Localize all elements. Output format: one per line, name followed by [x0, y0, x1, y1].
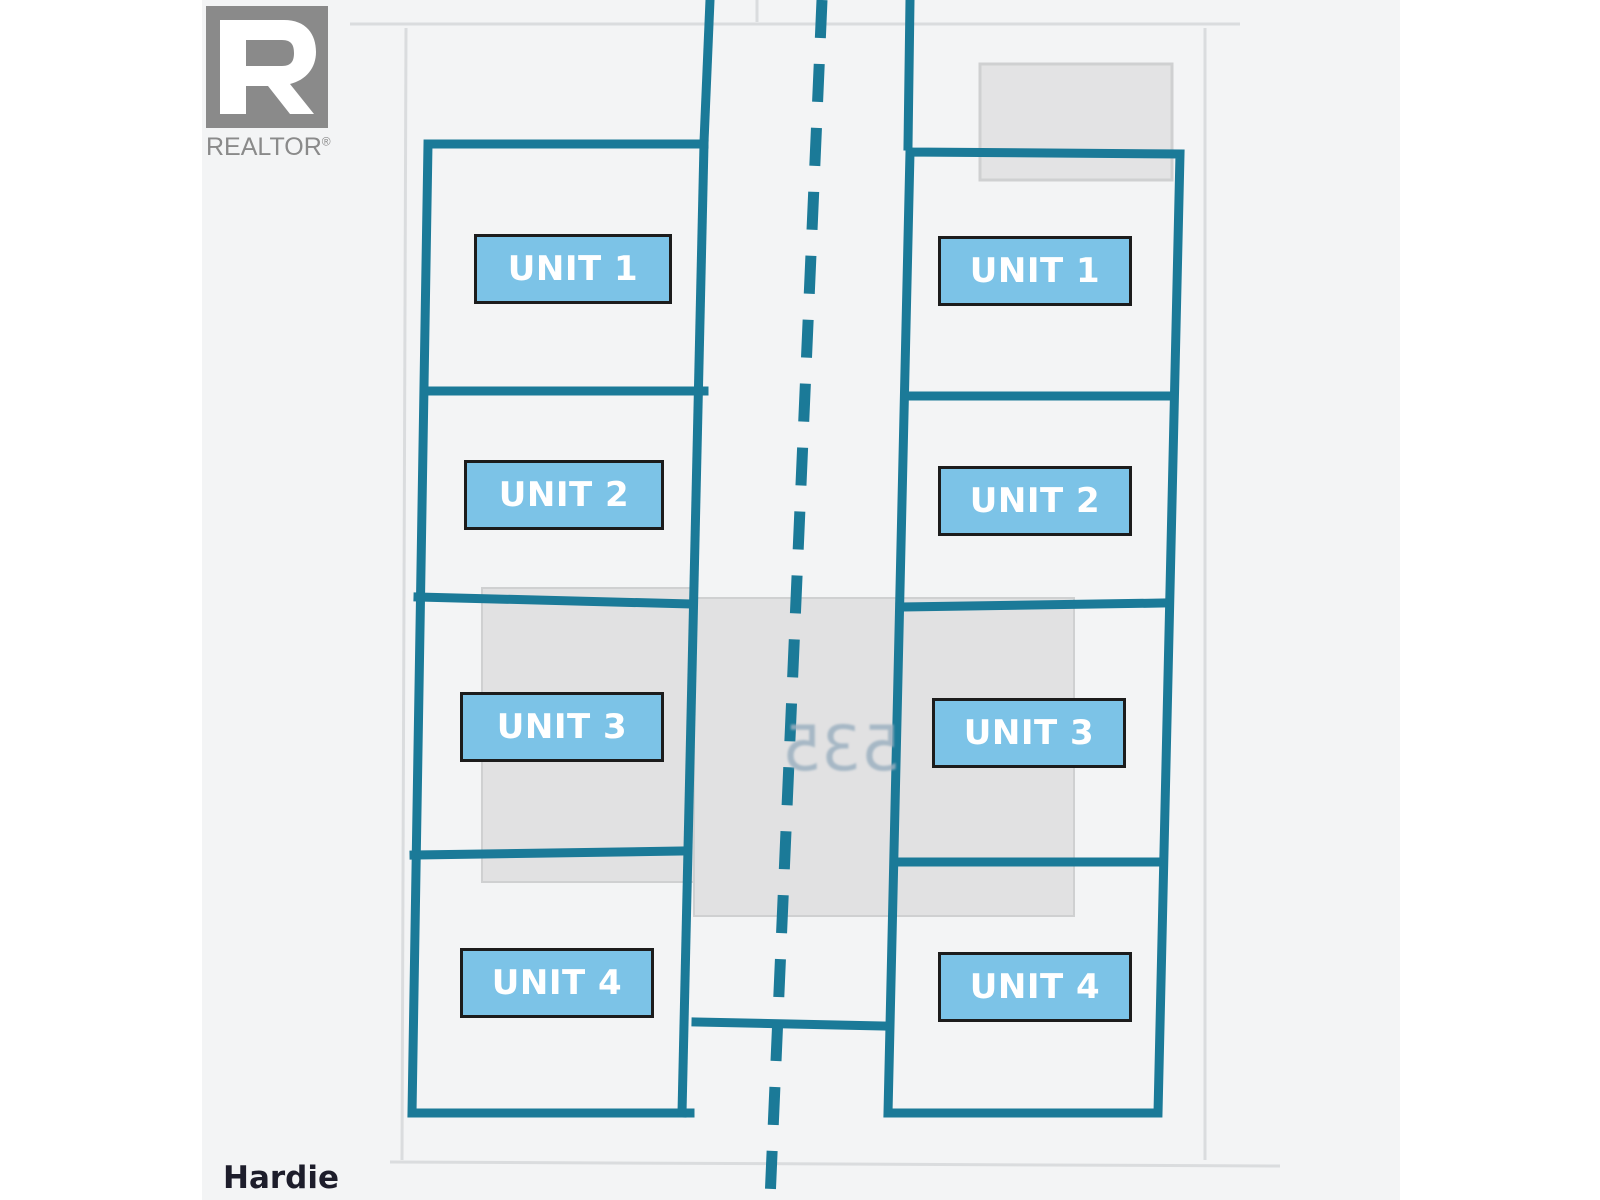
registered-mark: ® [321, 134, 331, 149]
right-unit-4-label: UNIT 4 [938, 952, 1132, 1022]
right-unit-2-label: UNIT 2 [938, 466, 1132, 536]
left-unit-2-label: UNIT 2 [464, 460, 664, 530]
realtor-wordmark-text: REALTOR [206, 133, 322, 161]
realtor-wordmark: REALTOR® [206, 133, 331, 162]
right-unit-3-label: UNIT 3 [932, 698, 1126, 768]
left-unit-1-label: UNIT 1 [474, 234, 672, 304]
underlay-lot-lines [350, 0, 1281, 1168]
realtor-r-mark-icon [206, 6, 328, 128]
underlay-garage [978, 62, 1174, 182]
realtor-logo: REALTOR® [206, 6, 346, 162]
right-unit-block [691, 0, 1185, 1118]
left-unit-3-label: UNIT 3 [460, 692, 664, 762]
mirrored-house-number: 535 [782, 712, 901, 785]
subdivision-dashed-line [764, 0, 828, 1200]
hardie-label: Hardie [223, 1160, 339, 1196]
left-unit-block [407, 0, 715, 1118]
right-unit-1-label: UNIT 1 [938, 236, 1132, 306]
left-unit-4-label: UNIT 4 [460, 948, 654, 1018]
